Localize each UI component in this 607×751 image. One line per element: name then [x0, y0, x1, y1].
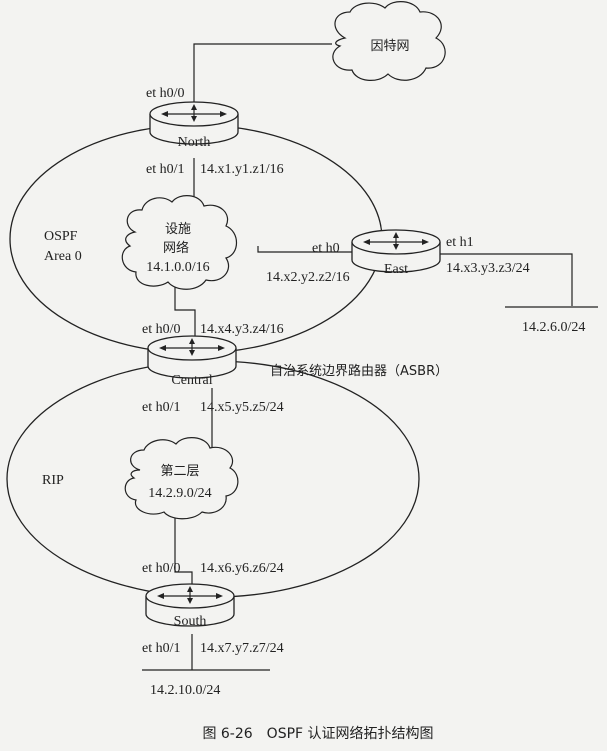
router-east-label: East: [384, 262, 408, 277]
east-lan-label: 14.2.6.0/24: [522, 320, 585, 335]
facility-cloud-line1: 设施: [165, 222, 191, 237]
east-eth0-label: et h0: [312, 241, 340, 256]
router-south: South: [145, 583, 235, 629]
south-lan-label: 14.2.10.0/24: [150, 683, 220, 698]
north-eth0-label: et h0/0: [146, 86, 185, 101]
router-east: East: [351, 229, 441, 277]
router-central-label: Central: [171, 373, 212, 388]
central-eth1-label: et h0/1: [142, 400, 181, 415]
ospf-area-number: Area 0: [44, 249, 82, 264]
router-north: North: [149, 101, 239, 150]
layer2-cloud-subnet: 14.2.9.0/24: [148, 486, 211, 501]
south-eth0-label: et h0/0: [142, 561, 181, 576]
router-north-label: North: [178, 135, 211, 150]
facility-cloud: 设施 网络 14.1.0.0/16: [121, 195, 238, 290]
east-ip2-label: 14.x2.y2.z2/16: [266, 270, 350, 285]
north-eth1-label: et h0/1: [146, 162, 185, 177]
layer2-cloud-line1: 第二层: [160, 464, 199, 479]
facility-cloud-line2: 网络: [163, 240, 189, 256]
figure-caption: 图 6-26 OSPF 认证网络拓扑结构图: [202, 726, 433, 742]
asbr-label: 自治系统边界路由器（ASBR）: [270, 363, 448, 379]
facility-cloud-subnet: 14.1.0.0/16: [146, 260, 209, 275]
internet-cloud-label: 因特网: [370, 39, 409, 54]
rip-area-label: RIP: [42, 473, 64, 488]
router-south-label: South: [174, 614, 207, 629]
internet-cloud: 因特网: [332, 1, 446, 81]
central-ip5-label: 14.x5.y5.z5/24: [200, 400, 284, 415]
central-eth0-label: et h0/0: [142, 322, 181, 337]
central-ip4-label: 14.x4.y3.z4/16: [200, 322, 284, 337]
south-ip6-label: 14.x6.y6.z6/24: [200, 561, 284, 576]
south-ip7-label: 14.x7.y7.z7/24: [200, 641, 284, 656]
south-eth1-label: et h0/1: [142, 641, 181, 656]
router-central: Central: [147, 335, 237, 388]
east-eth1-label: et h1: [446, 235, 474, 250]
east-ip3-label: 14.x3.y3.z3/24: [446, 261, 530, 276]
ospf-area-label: OSPF: [44, 229, 78, 244]
north-ip-label: 14.x1.y1.z1/16: [200, 162, 284, 177]
layer2-cloud: 第二层 14.2.9.0/24: [124, 437, 239, 520]
